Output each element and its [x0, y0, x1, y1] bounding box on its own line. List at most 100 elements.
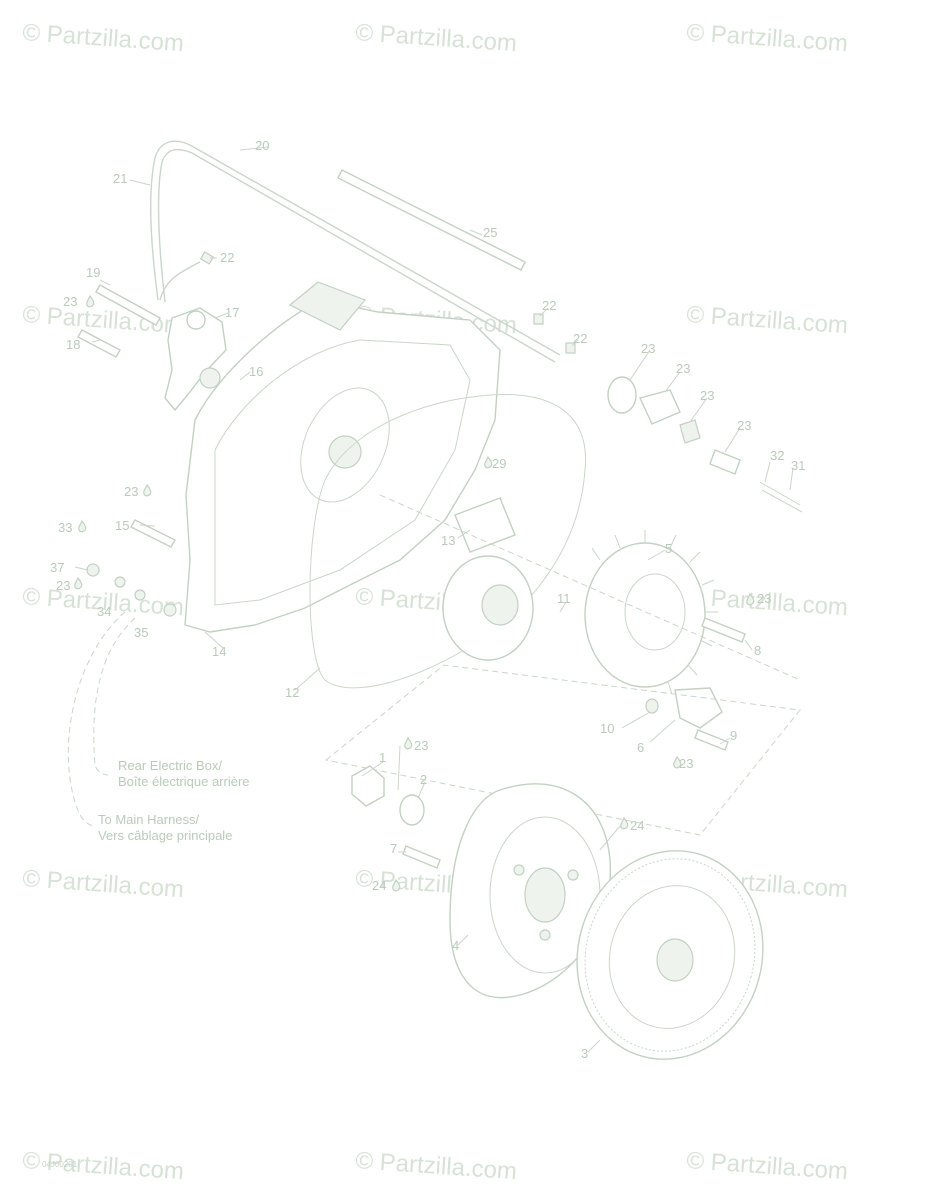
- drop-icon: [746, 592, 755, 606]
- note-rear-box-en: Rear Electric Box/: [118, 758, 222, 773]
- ring-gear-3-inner: [608, 885, 736, 1029]
- screw-8: [701, 617, 746, 643]
- drop-icon: [86, 294, 95, 308]
- callout-15: 15: [115, 518, 129, 533]
- drop-icon: [404, 736, 413, 750]
- callout-36: 37: [50, 560, 64, 575]
- callout-8: 8: [754, 643, 761, 658]
- flywheel-4-hole: [539, 929, 551, 941]
- wire-notes: Rear Electric Box/ Boîte électrique arri…: [98, 758, 250, 843]
- connector-29: [709, 449, 741, 475]
- callout-6: 6: [637, 740, 644, 755]
- clamp-22: [199, 251, 215, 265]
- drop-icon: [74, 576, 83, 590]
- pin-30: [761, 489, 803, 513]
- sensor-6: [674, 687, 723, 729]
- callout-32: 33: [58, 520, 72, 535]
- drawing: [67, 140, 803, 1060]
- bolt-18: [77, 329, 121, 358]
- callout-20: 20: [255, 138, 269, 153]
- callout-29: 23: [737, 418, 751, 433]
- callout-35: 25: [483, 225, 497, 240]
- callout-34: 35: [134, 625, 148, 640]
- drop-icon: [143, 483, 152, 497]
- callout-3: 3: [581, 1046, 588, 1061]
- note-harness-en: To Main Harness/: [98, 812, 200, 827]
- callout-labels: 20 21 25 22 19 23 17 22 22 18 23 16 23 2…: [50, 138, 805, 1061]
- callout-11: 11: [557, 591, 571, 606]
- gasket-12: [309, 393, 587, 689]
- callout-22b: 22: [542, 298, 556, 313]
- washer-33: [134, 589, 146, 601]
- watermark: © Partzilla.com: [686, 1147, 849, 1185]
- callout-22c: 22: [573, 331, 587, 346]
- callout-5: 5: [665, 541, 672, 556]
- drop-icons: [74, 294, 755, 892]
- bolt-7: [402, 845, 441, 869]
- grommet-26: [639, 389, 681, 425]
- callout-4: 4: [452, 938, 459, 953]
- flywheel-4-hub: [524, 867, 566, 923]
- housing-14-bore: [300, 387, 390, 503]
- note-harness-fr: Vers câblage principale: [98, 828, 232, 843]
- drop-icon: [620, 816, 629, 830]
- callout-12: 12: [285, 685, 299, 700]
- wire-main-harness: [67, 611, 126, 827]
- callout-21: 21: [113, 171, 127, 186]
- drop-icon: [78, 519, 87, 533]
- drop-icon: [392, 878, 401, 892]
- group-frame: [324, 664, 801, 836]
- plate-11-hub: [481, 584, 519, 626]
- callout-23d: 23: [757, 591, 771, 606]
- watermark: © Partzilla.com: [22, 19, 185, 57]
- watermark: © Partzilla.com: [686, 19, 849, 57]
- drop-icon: [673, 755, 682, 769]
- housing-14-inner: [214, 339, 471, 606]
- callout-10: 10: [600, 721, 614, 736]
- seal-28: [679, 419, 701, 444]
- drop-icon: [484, 455, 493, 469]
- callout-14: 14: [212, 644, 226, 659]
- washer-2: [399, 794, 425, 826]
- bolt-15: [130, 519, 176, 548]
- callout-25: 29: [492, 456, 506, 471]
- clamp-22: [565, 342, 576, 354]
- figure-code: 04J00201: [42, 1160, 78, 1169]
- callout-28: 23: [700, 388, 714, 403]
- callout-23f: 23: [679, 756, 693, 771]
- nut-1: [351, 765, 385, 807]
- callout-24: 24: [630, 818, 644, 833]
- flywheel-4-hole: [567, 869, 579, 881]
- valve-17: [164, 307, 227, 412]
- nut-34: [163, 603, 177, 617]
- callout-31: 32: [770, 448, 784, 463]
- callout-13: 13: [441, 533, 455, 548]
- valve-17-port: [199, 367, 221, 389]
- ring-gear-3-hub: [656, 938, 694, 982]
- wire-rear-box: [93, 617, 136, 776]
- hose-tail: [159, 261, 201, 301]
- axis-line: [379, 494, 801, 681]
- callout-19: 19: [86, 265, 100, 280]
- hose-20: [150, 140, 561, 356]
- clamp-22: [533, 313, 544, 325]
- stator-5-inner: [624, 573, 686, 651]
- ring-gear-3-teeth: [584, 858, 756, 1052]
- hub-13: [454, 497, 516, 553]
- watermark: © Partzilla.com: [355, 19, 518, 57]
- rod-35: [337, 169, 526, 271]
- callout-2: 2: [420, 772, 427, 787]
- bolt-19: [95, 284, 161, 326]
- callout-27: 23: [641, 341, 655, 356]
- valve-17-cap: [186, 310, 206, 330]
- callout-23b: 23: [124, 484, 138, 499]
- callout-1: 1: [379, 750, 386, 765]
- callout-18: 18: [66, 337, 80, 352]
- watermark: © Partzilla.com: [686, 301, 849, 339]
- watermark: © Partzilla.com: [22, 301, 185, 339]
- callout-33: 34: [97, 604, 111, 619]
- nut-36: [86, 563, 100, 577]
- washer-10: [645, 698, 659, 714]
- callout-26: 23: [676, 361, 690, 376]
